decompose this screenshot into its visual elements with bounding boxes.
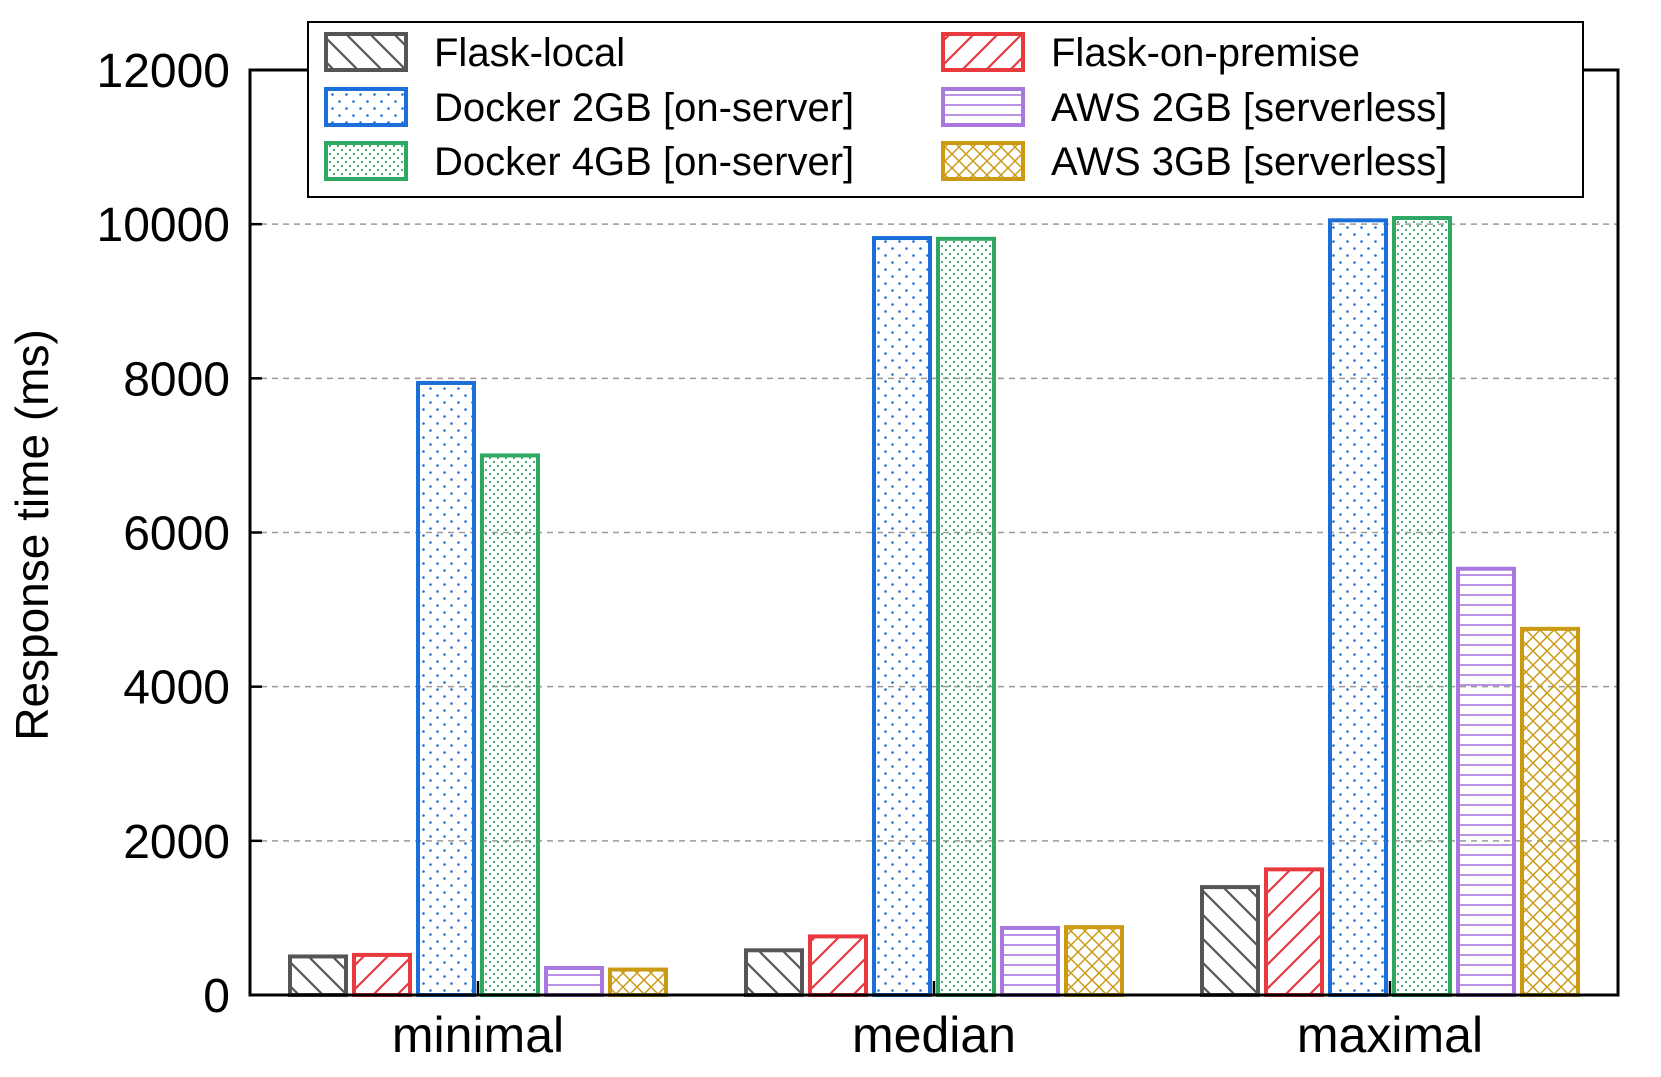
- y-axis: 0 2000 4000 6000 8000 10000 12000: [97, 45, 262, 1023]
- bar-maximal-1: [1264, 867, 1324, 998]
- y-tick-label: 6000: [123, 508, 230, 561]
- bar-median-5: [1064, 925, 1124, 998]
- bar-minimal-4: [544, 966, 604, 997]
- legend-swatch: [324, 32, 408, 72]
- bar-median-1: [808, 934, 868, 998]
- legend-label: Docker 4GB [on-server]: [434, 140, 854, 184]
- bar-minimal-1: [352, 952, 412, 998]
- y-tick-label: 4000: [123, 662, 230, 715]
- bar-group: [288, 216, 1580, 998]
- bar-maximal-2: [1328, 218, 1388, 997]
- legend-swatch: [941, 32, 1025, 72]
- legend-swatch: [324, 87, 408, 127]
- x-axis: minimal median maximal: [392, 981, 1483, 1063]
- bar-maximal-0: [1200, 885, 1260, 997]
- bar-median-2: [872, 236, 932, 997]
- legend-swatch: [941, 141, 1025, 181]
- bar-minimal-2: [416, 380, 476, 998]
- y-tick-label: 2000: [123, 816, 230, 869]
- grid-lines: [250, 223, 1618, 842]
- y-tick-label: 12000: [97, 45, 230, 98]
- legend-label: Flask-local: [434, 31, 625, 75]
- x-tick-label: minimal: [392, 1007, 564, 1063]
- legend-label: Flask-on-premise: [1051, 31, 1360, 75]
- y-tick-label: 10000: [97, 199, 230, 252]
- legend-swatch: [324, 141, 408, 181]
- bar-maximal-3: [1392, 216, 1452, 997]
- bar-median-4: [1000, 925, 1060, 997]
- x-tick-label: maximal: [1297, 1007, 1483, 1063]
- bar-minimal-3: [480, 453, 540, 997]
- x-tick-label: median: [852, 1007, 1016, 1063]
- bar-median-3: [936, 236, 996, 997]
- bar-minimal-0: [288, 954, 348, 997]
- legend-label: Docker 2GB [on-server]: [434, 86, 854, 130]
- bar-median-0: [744, 948, 804, 998]
- bar-maximal-4: [1456, 566, 1516, 998]
- y-axis-title: Response time (ms): [6, 329, 58, 741]
- y-tick-label: 0: [203, 970, 230, 1023]
- y-tick-label: 8000: [123, 353, 230, 406]
- bar-maximal-5: [1520, 626, 1580, 998]
- legend-label: AWS 3GB [serverless]: [1051, 140, 1447, 184]
- legend-swatch: [941, 87, 1025, 127]
- bar-minimal-5: [608, 967, 668, 997]
- legend-label: AWS 2GB [serverless]: [1051, 86, 1447, 130]
